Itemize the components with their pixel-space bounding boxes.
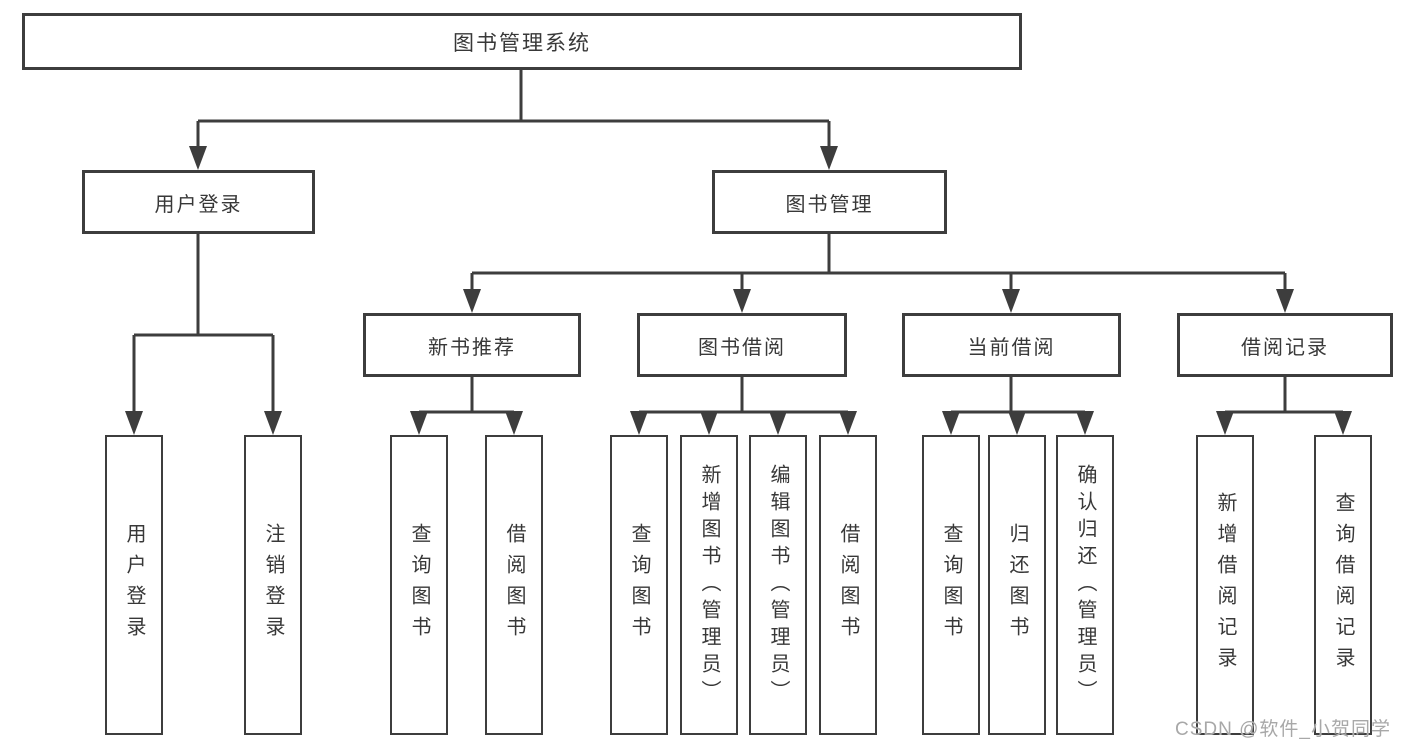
node-logout-leaf: 注销登录 (244, 435, 302, 735)
node-user-login: 用户登录 (82, 170, 315, 234)
node-borrowing-records: 借阅记录 (1177, 313, 1393, 377)
node-library-system: 图书管理系统 (22, 13, 1022, 70)
node-add-borrow-record: 新增借阅记录 (1196, 435, 1254, 735)
node-query-books-2: 查询图书 (610, 435, 668, 735)
node-new-book-recommend: 新书推荐 (363, 313, 581, 377)
node-book-borrowing: 图书借阅 (637, 313, 847, 377)
node-current-borrowing: 当前借阅 (902, 313, 1121, 377)
node-borrow-books-1: 借阅图书 (485, 435, 543, 735)
arrowheads (125, 146, 1352, 435)
node-add-book-admin: 新增图书（管理员） (680, 435, 738, 735)
node-borrow-books-2: 借阅图书 (819, 435, 877, 735)
node-return-books: 归还图书 (988, 435, 1046, 735)
node-user-login-leaf: 用户登录 (105, 435, 163, 735)
node-query-books-1: 查询图书 (390, 435, 448, 735)
node-confirm-return-admin: 确认归还（管理员） (1056, 435, 1114, 735)
node-edit-book-admin: 编辑图书（管理员） (749, 435, 807, 735)
node-book-management: 图书管理 (712, 170, 947, 234)
node-query-borrow-record: 查询借阅记录 (1314, 435, 1372, 735)
watermark-text: CSDN @软件_小贺同学 (1175, 719, 1391, 740)
node-query-books-3: 查询图书 (922, 435, 980, 735)
